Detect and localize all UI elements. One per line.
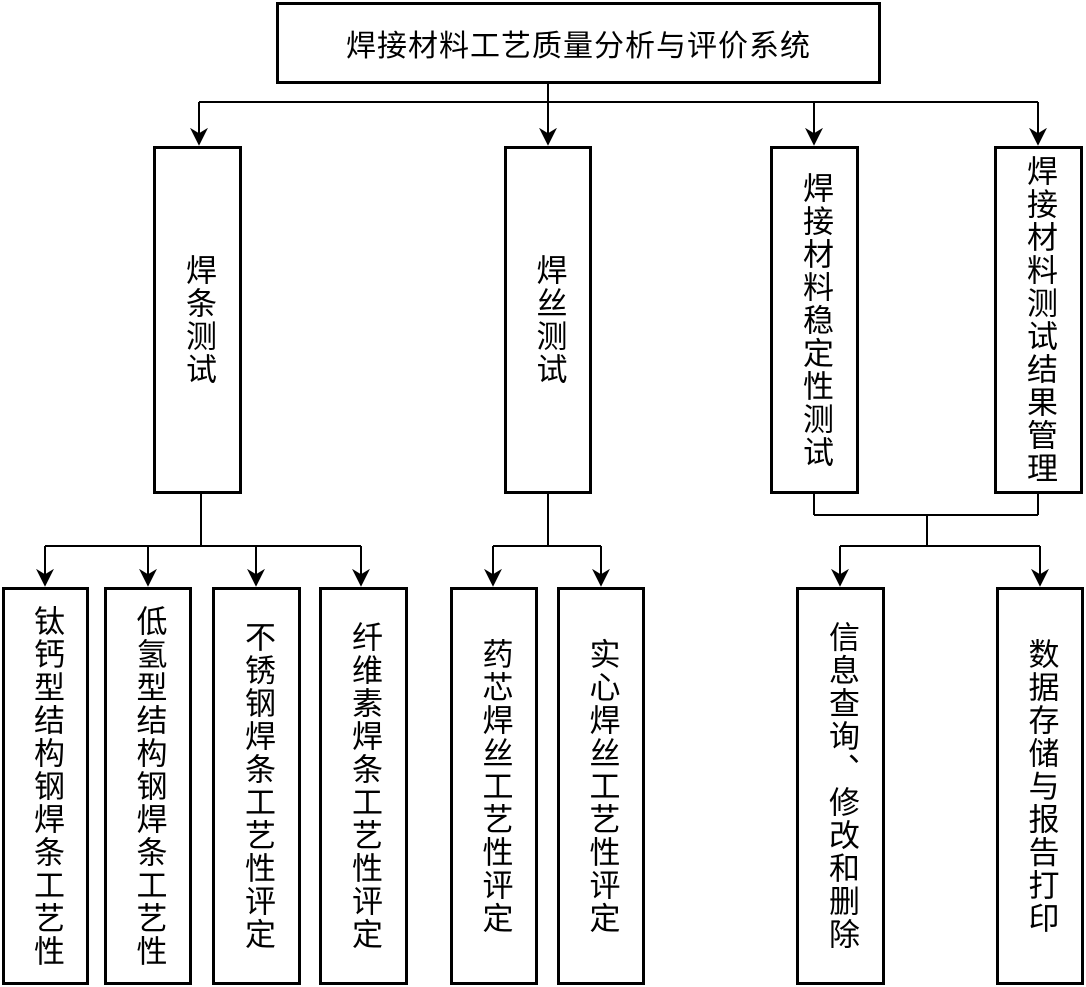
welding-rod-test-label: 焊条测试 — [180, 254, 216, 386]
data-storage-box: 数据存储与报告打印 — [996, 587, 1084, 985]
solid-wire-box: 实心焊丝工艺性评定 — [557, 587, 645, 985]
welding-rod-test-box: 焊条测试 — [153, 146, 242, 494]
result-management-box: 焊接材料测试结果管理 — [994, 146, 1083, 494]
stainless-rod-box: 不锈钢焊条工艺性评定 — [212, 587, 301, 985]
info-query-box: 信息查询、修改和删除 — [796, 587, 885, 985]
stability-test-box: 焊接材料稳定性测试 — [770, 146, 859, 494]
cellulose-rod-label: 纤维素焊条工艺性评定 — [346, 621, 382, 951]
system-title: 焊接材料工艺质量分析与评价系统 — [346, 29, 811, 64]
system-title-box: 焊接材料工艺质量分析与评价系统 — [276, 2, 881, 84]
low-hydrogen-rod-label: 低氢型结构钢焊条工艺性 — [130, 604, 167, 968]
low-hydrogen-rod-box: 低氢型结构钢焊条工艺性 — [104, 587, 192, 985]
stability-test-label: 焊接材料稳定性测试 — [797, 171, 833, 469]
cellulose-rod-box: 纤维素焊条工艺性评定 — [319, 587, 408, 985]
welding-wire-test-label: 焊丝测试 — [530, 254, 567, 386]
welding-wire-test-box: 焊丝测试 — [504, 146, 592, 494]
titanium-calcium-rod-label: 钛钙型结构钢焊条工艺性 — [28, 604, 64, 968]
titanium-calcium-rod-box: 钛钙型结构钢焊条工艺性 — [2, 587, 89, 985]
data-storage-label: 数据存储与报告打印 — [1022, 637, 1059, 935]
info-query-label: 信息查询、修改和删除 — [823, 621, 859, 951]
stainless-rod-label: 不锈钢焊条工艺性评定 — [239, 621, 275, 951]
result-management-label: 焊接材料测试结果管理 — [1021, 155, 1057, 485]
flux-cored-wire-label: 药芯焊丝工艺性评定 — [476, 637, 513, 935]
solid-wire-label: 实心焊丝工艺性评定 — [583, 637, 620, 935]
flux-cored-wire-box: 药芯焊丝工艺性评定 — [450, 587, 538, 985]
